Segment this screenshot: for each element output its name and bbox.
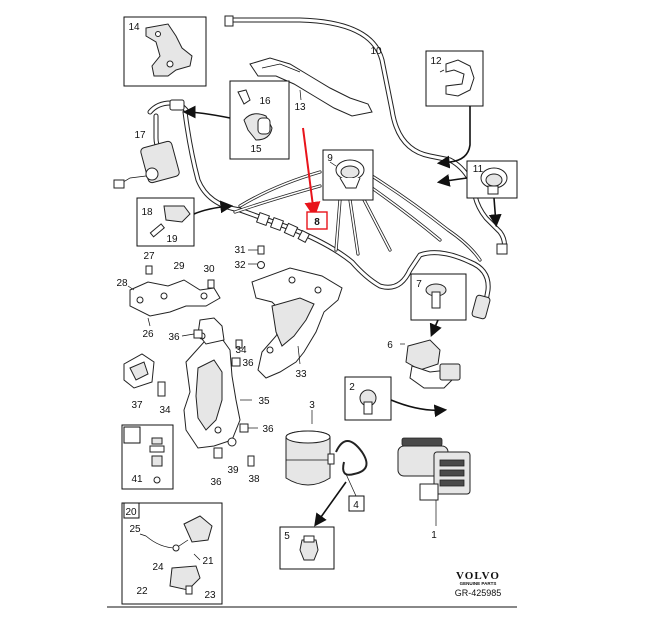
callout-21: 21: [202, 556, 214, 567]
callout-37: 37: [131, 400, 143, 411]
box-15-16: [229, 80, 290, 160]
part-17-solenoid: [113, 99, 189, 189]
callout-16: 16: [259, 96, 271, 107]
callout-11: 11: [473, 164, 484, 175]
part-6-connector: [400, 339, 461, 389]
callout-13: 13: [294, 102, 306, 113]
callout-36-a: 36: [168, 332, 180, 343]
callout-20: 20: [125, 507, 137, 518]
callout-12: 12: [430, 56, 442, 67]
callout-34-upper: 34: [235, 345, 247, 356]
callout-36-b: 36: [242, 358, 254, 369]
callout-32: 32: [234, 260, 246, 271]
box-7: [410, 273, 467, 337]
part-8-callout: [302, 127, 328, 230]
fasteners-31-32: [248, 245, 265, 269]
callout-22: 22: [136, 586, 148, 597]
box-5: [279, 526, 335, 570]
callout-31: 31: [234, 245, 246, 256]
callout-19: 19: [166, 234, 178, 245]
box-20-25: [121, 502, 223, 605]
callout-17: 17: [134, 130, 146, 141]
box-2: [344, 376, 448, 421]
box-18-19: [136, 197, 234, 247]
callout-24: 24: [152, 562, 164, 573]
callout-25: 25: [129, 524, 141, 535]
callout-labels: 1 2 3 4 5 6 7 8 9 10 11 12 13 14 15 16 1…: [116, 22, 483, 601]
callout-41: 41: [131, 474, 143, 485]
callout-38: 38: [248, 474, 260, 485]
brand-subtitle: GENUINE PARTS: [460, 581, 497, 586]
callout-36-d: 36: [210, 477, 222, 488]
callout-18: 18: [141, 207, 153, 218]
part-1-compressor: [397, 437, 471, 526]
callout-7: 7: [416, 279, 422, 290]
part-3-reservoir: [285, 410, 335, 486]
box-11: [436, 160, 518, 228]
callout-23: 23: [204, 590, 216, 601]
box-12: [425, 50, 484, 169]
callout-33: 33: [295, 369, 307, 380]
callout-36-c: 36: [262, 424, 274, 435]
part-4-ring: [314, 440, 368, 527]
part-33-bracket: [251, 267, 343, 379]
callout-35: 35: [258, 396, 270, 407]
box-9: [322, 149, 374, 201]
air-line-assembly: [182, 15, 508, 320]
box-14: [123, 16, 207, 87]
callout-15: 15: [250, 144, 262, 155]
callout-28: 28: [116, 278, 128, 289]
callout-27: 27: [143, 251, 155, 262]
callout-9: 9: [327, 153, 333, 164]
part-26-bracket: [127, 265, 221, 327]
callout-1: 1: [431, 530, 437, 541]
callout-5: 5: [284, 531, 290, 542]
brand-logo-text: VOLVO: [456, 570, 500, 582]
callout-39: 39: [227, 465, 239, 476]
callout-6: 6: [387, 340, 393, 351]
part-13-bracket: [249, 57, 373, 117]
callout-4: 4: [353, 500, 359, 511]
callout-30: 30: [203, 264, 215, 275]
callout-29: 29: [173, 261, 185, 272]
diagram-reference: GR-425985: [455, 588, 502, 598]
callout-8-highlighted: 8: [314, 217, 320, 228]
part-37: [123, 353, 155, 389]
callout-3: 3: [309, 400, 315, 411]
callout-14: 14: [128, 22, 140, 33]
callout-2: 2: [349, 382, 355, 393]
callout-26: 26: [142, 329, 154, 340]
fasteners-34-36: [157, 329, 258, 467]
part-35-bracket: [183, 317, 252, 449]
brand-block: VOLVO GENUINE PARTS GR-425985: [455, 570, 502, 598]
callout-10: 10: [370, 46, 382, 57]
callout-34-lower: 34: [159, 405, 171, 416]
